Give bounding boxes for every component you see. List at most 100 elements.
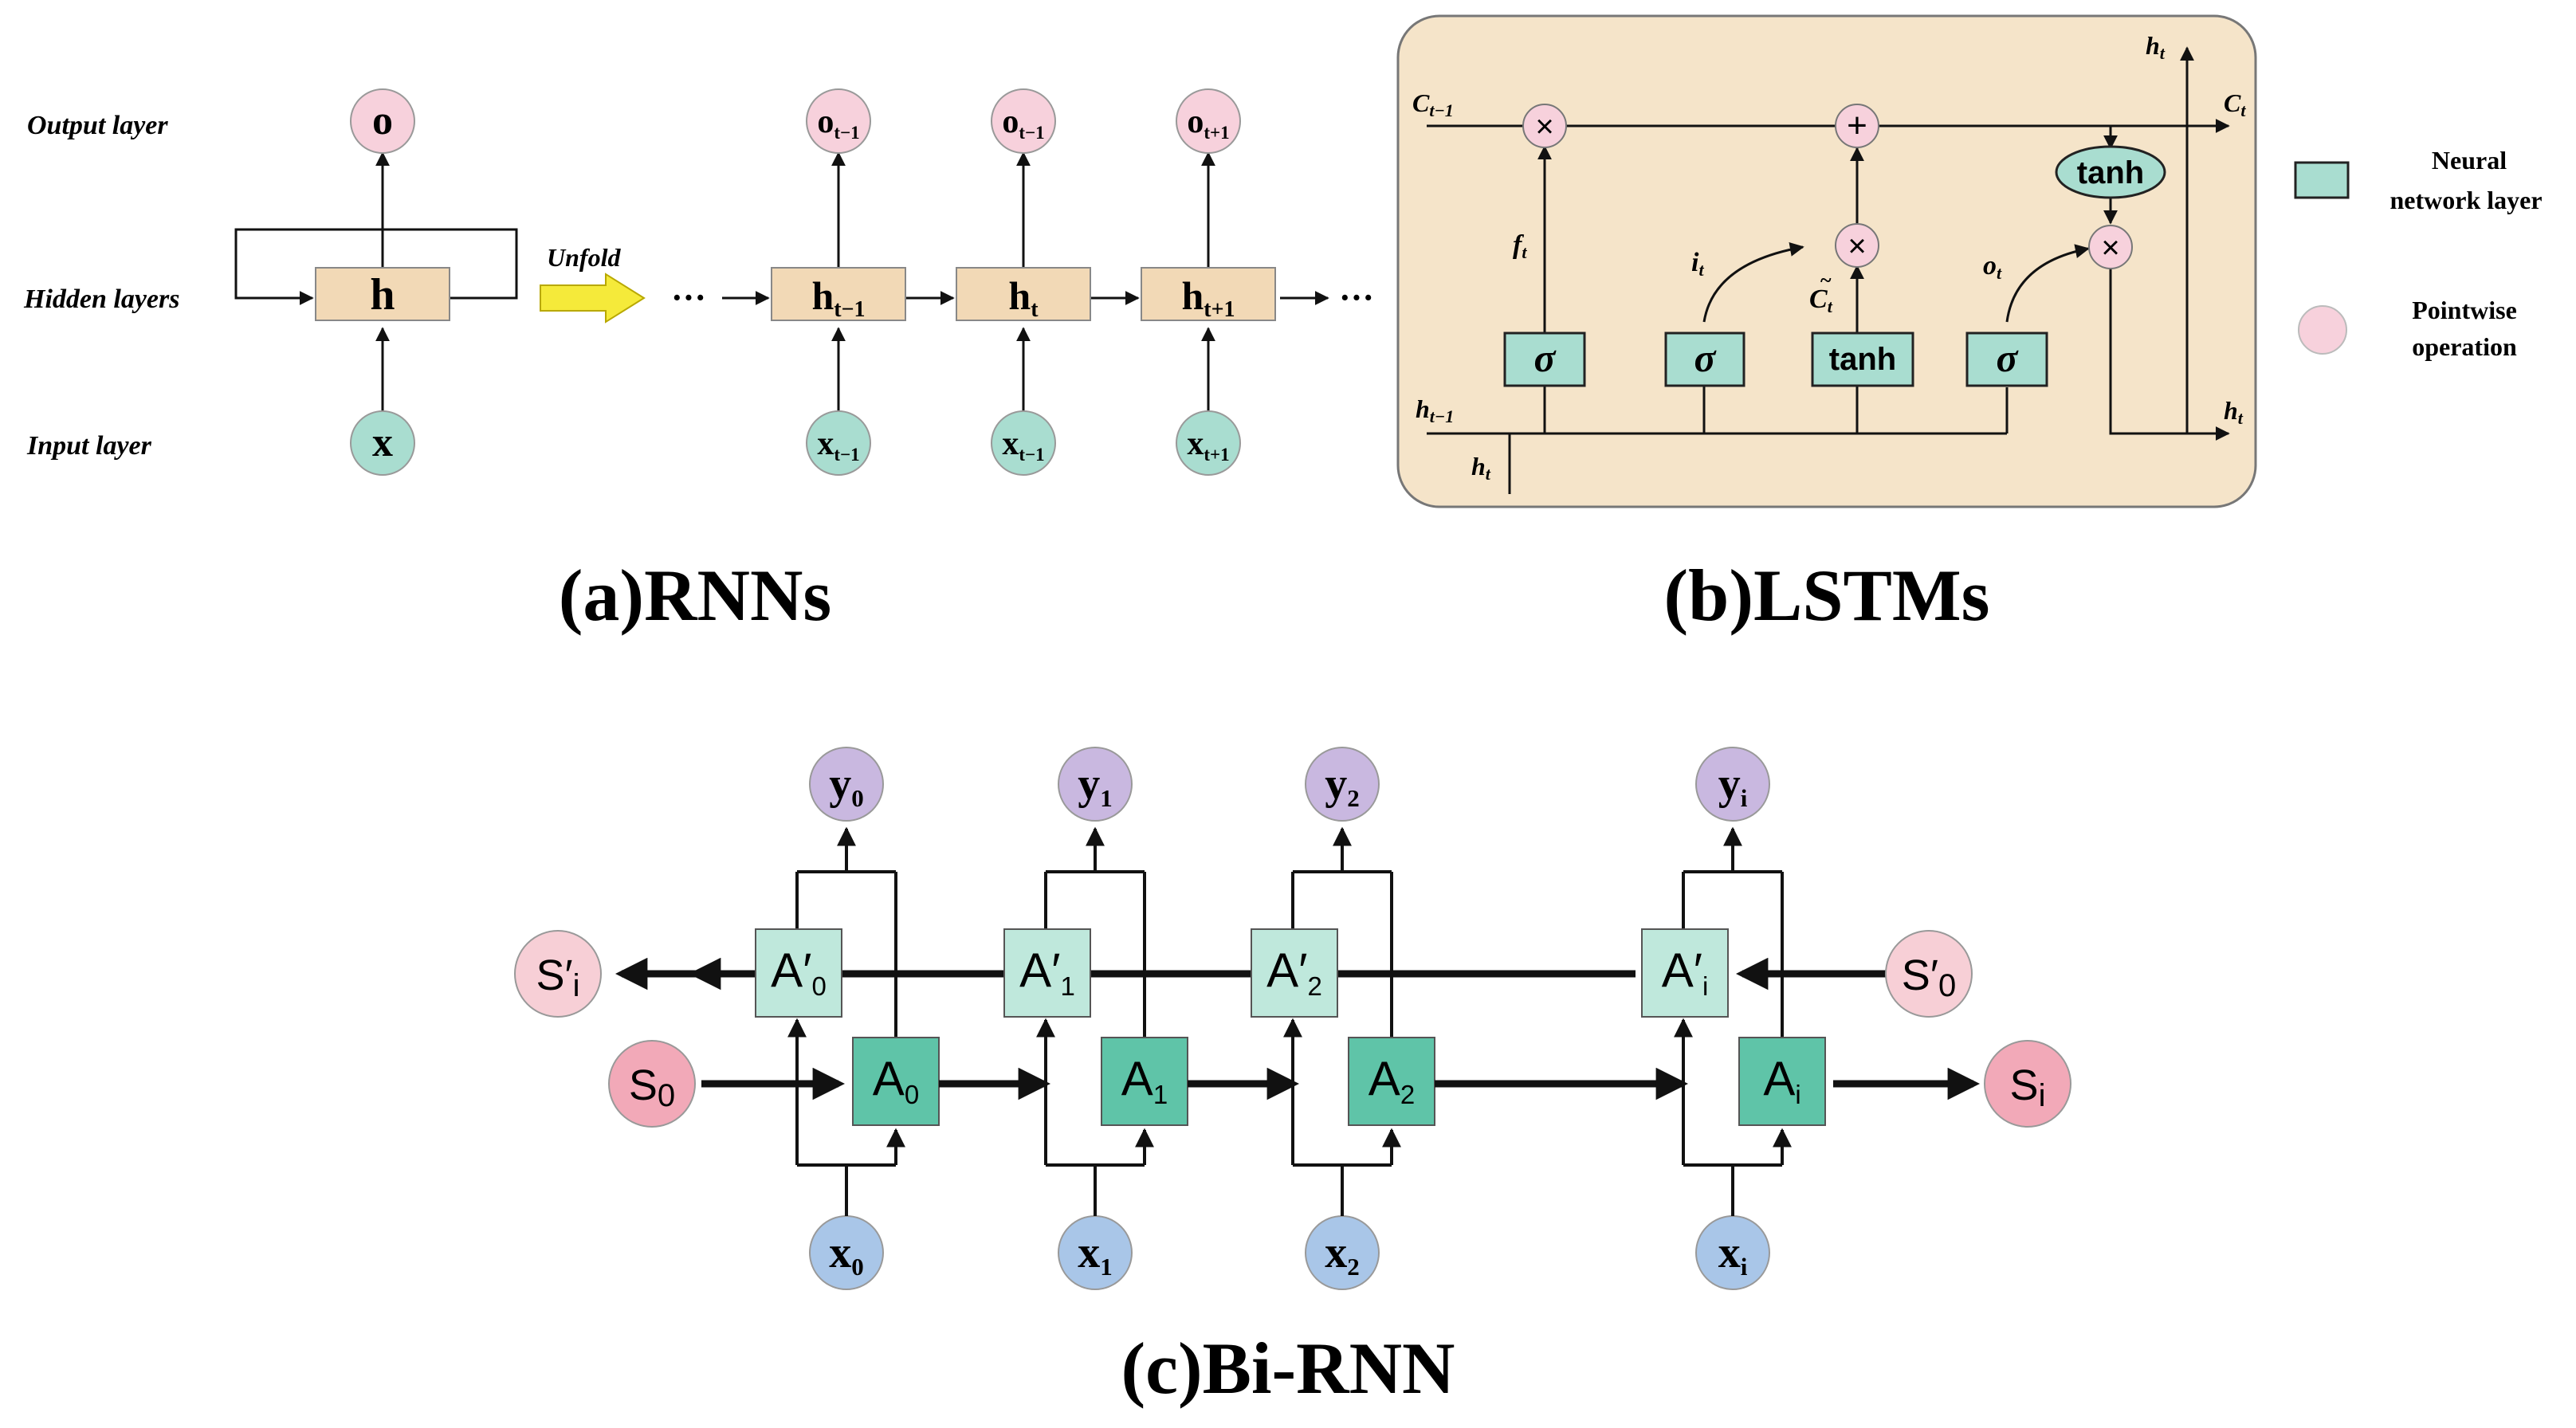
s-end-node: Si — [1984, 1040, 2071, 1128]
output-y-label: y1 — [1078, 759, 1113, 812]
c-prev-label: Ct−1 — [1412, 88, 1454, 120]
output-node — [991, 88, 1056, 154]
input-node — [991, 410, 1056, 476]
backward-cell — [755, 928, 842, 1018]
forward-cell — [852, 1037, 940, 1126]
svg-text:S′0: S′0 — [1902, 951, 1956, 1003]
unfold-arrow: Unfold — [540, 243, 646, 324]
backward-cell — [1003, 928, 1091, 1018]
output-y-node — [1695, 747, 1770, 822]
unfold-label: Unfold — [547, 243, 621, 272]
c-next-label: Ct — [2224, 88, 2246, 120]
o-gate-label: ot — [1983, 251, 2002, 283]
forward-cell — [1348, 1037, 1435, 1126]
forward-cell-label: A0 — [873, 1052, 919, 1109]
folded-input-node — [350, 410, 415, 476]
h-out-right-label: ht — [2224, 396, 2244, 428]
svg-text:tanh: tanh — [1829, 342, 1896, 377]
input-x-label: xi — [1718, 1228, 1748, 1281]
legend-pointwise-line1: Pointwise — [2412, 296, 2517, 324]
input-gate-layer: σ — [1664, 332, 1745, 387]
f-gate-label: ft — [1513, 230, 1527, 262]
input-x-label: x1 — [1078, 1228, 1113, 1281]
lstm-panel: × + × × tanh σ σ tanh — [1396, 14, 2257, 636]
input-label: xt−1 — [1002, 426, 1044, 465]
output-y-label: y2 — [1325, 759, 1360, 812]
folded-hidden-box — [315, 267, 450, 321]
input-node — [1176, 410, 1241, 476]
rnn-caption: (a)RNNs — [559, 555, 831, 636]
forward-cell-label: A2 — [1368, 1052, 1415, 1109]
hidden-box — [771, 267, 906, 321]
folded-input-label: x — [372, 420, 393, 465]
rnn-step-2: ht+1 ot+1 xt+1 — [1141, 88, 1276, 476]
forget-multiply-op: × — [1522, 104, 1567, 148]
input-label: xt+1 — [1187, 426, 1229, 465]
birnn-caption: (c)Bi-RNN — [1121, 1328, 1455, 1409]
folded-output-label: o — [372, 98, 393, 143]
input-label: xt−1 — [817, 426, 859, 465]
h-prev-label: ht−1 — [1416, 394, 1454, 426]
legend-neural-layer-line2: network layer — [2389, 186, 2542, 214]
svg-text:Si: Si — [2010, 1061, 2046, 1113]
legend-neural-layer-line1: Neural — [2432, 146, 2507, 175]
backward-cell — [1641, 928, 1729, 1018]
output-label: ot−1 — [817, 104, 859, 143]
output-y-node — [809, 747, 884, 822]
hidden-layers-label: Hidden layers — [23, 284, 179, 314]
backward-cell — [1251, 928, 1338, 1018]
hidden-box — [1141, 267, 1276, 321]
svg-text:S0: S0 — [629, 1061, 675, 1113]
x-in-label: ht — [1471, 452, 1491, 484]
output-y-node — [1058, 747, 1133, 822]
legend-pointwise-swatch — [2298, 305, 2347, 355]
s-back-end-node: S′i — [514, 930, 602, 1018]
rnn-unrolled-steps: ht−1 ot−1 xt−1 ht ot−1 xt−1 ht+1 ot+1 xt+1 — [771, 88, 1276, 476]
ellipsis-right: ··· — [1339, 278, 1374, 317]
svg-text:σ: σ — [1997, 335, 2020, 380]
s-start-node: S0 — [608, 1040, 696, 1128]
output-node — [1176, 88, 1241, 154]
c-tilde-mark: ~ — [1820, 269, 1832, 292]
input-layer-label: Input layer — [26, 431, 152, 461]
output-label: ot−1 — [1002, 104, 1044, 143]
svg-text:S′i: S′i — [536, 951, 579, 1003]
tanh-pointwise-op: tanh — [2055, 145, 2166, 199]
output-label: ot+1 — [1187, 104, 1229, 143]
rnn-step-1: ht ot−1 xt−1 — [956, 88, 1140, 476]
forward-cell — [1101, 1037, 1188, 1126]
output-multiply-op: × — [2088, 225, 2133, 269]
input-multiply-op: × — [1835, 223, 1879, 268]
forward-cell-label: Ai — [1763, 1052, 1800, 1109]
hidden-label: ht+1 — [1181, 273, 1235, 322]
hidden-label: ht−1 — [811, 273, 865, 322]
birnn-cell-1: A′1A1 y1 x1 — [1003, 747, 1188, 1290]
cell-add-op: + — [1835, 104, 1879, 148]
legend-pointwise-line2: operation — [2412, 332, 2517, 361]
forward-cell — [1738, 1037, 1826, 1126]
svg-text:×: × — [2101, 230, 2119, 265]
output-node — [806, 88, 871, 154]
forward-cell-label: A1 — [1121, 1052, 1168, 1109]
backward-cell-label: A′1 — [1019, 944, 1075, 1001]
s-back-start-node: S′0 — [1885, 930, 1973, 1018]
svg-text:σ: σ — [1534, 335, 1557, 380]
svg-text:+: + — [1847, 106, 1867, 145]
hidden-label: ht — [1008, 273, 1039, 322]
rnn-step-0: ht−1 ot−1 xt−1 — [771, 88, 955, 476]
input-x-label: x2 — [1325, 1228, 1360, 1281]
svg-text:tanh: tanh — [2077, 155, 2144, 190]
legend: Neural network layer Pointwise operation — [2294, 146, 2543, 361]
output-gate-layer: σ — [1965, 332, 2048, 387]
lstm-caption: (b)LSTMs — [1664, 555, 1990, 636]
backward-cell-label: A′i — [1662, 944, 1709, 1001]
output-y-node — [1305, 747, 1380, 822]
ellipsis-left: ··· — [671, 278, 706, 317]
i-gate-label: it — [1691, 248, 1704, 280]
